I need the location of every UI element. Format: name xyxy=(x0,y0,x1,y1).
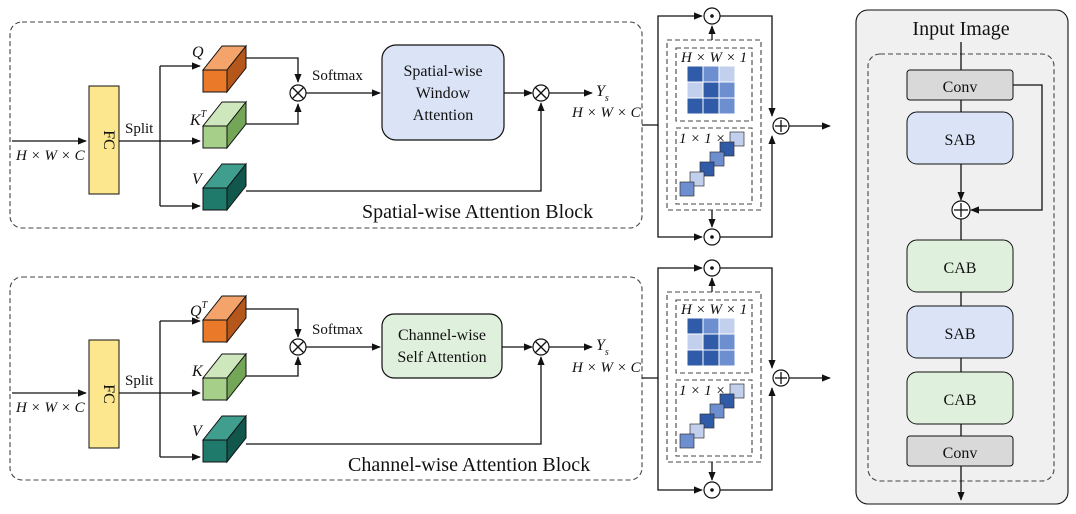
fc-label: FC xyxy=(100,130,117,150)
softmax-label: Softmax xyxy=(312,68,363,84)
conv-in-label: Conv xyxy=(943,79,978,96)
spatial-map-grid-top xyxy=(686,65,736,115)
k-to-matmul xyxy=(246,103,302,125)
channel-map-stack-top xyxy=(679,131,745,197)
output-dims-label: H × W × C xyxy=(571,105,642,121)
v-to-matmul xyxy=(246,356,545,445)
attention-text-2: Self Attention xyxy=(397,349,486,366)
q-label: QT xyxy=(190,300,209,320)
channel-gating: H × W × 1 1 × 1 × C xyxy=(642,259,831,499)
cab-block-1 xyxy=(906,239,1014,293)
output-label: Ys xyxy=(596,83,609,104)
q-label: Q xyxy=(192,44,204,61)
fc-layer xyxy=(88,85,120,195)
sab-label-2: SAB xyxy=(944,326,975,343)
channel-self-attention-box xyxy=(381,313,503,379)
sab-block-2 xyxy=(906,305,1014,359)
pipeline-panel: Input Image Conv SAB CAB SAB CAB Conv xyxy=(855,9,1069,505)
fc-layer xyxy=(88,339,120,449)
split-label: Split xyxy=(125,121,154,137)
cab-block-2 xyxy=(906,371,1014,425)
attention-text-2: Window xyxy=(416,85,471,102)
conv-out-block xyxy=(906,435,1014,467)
v-label: V xyxy=(192,171,204,188)
attention-text-1: Spatial-wise xyxy=(403,63,482,80)
channel-attention-block: H × W × C FC Split QT K V xyxy=(9,276,643,481)
gate-top-upper-path xyxy=(642,12,703,126)
gate-bottom-lower-path xyxy=(657,378,703,494)
q-tensor xyxy=(201,294,248,344)
spatial-map-grid-bottom xyxy=(686,317,736,367)
v-tensor xyxy=(201,162,248,212)
k-label: KT xyxy=(189,109,208,129)
spatial-map-dims-top: H × W × 1 xyxy=(680,50,747,66)
spatial-gating: H × W × 1 1 × 1 × C xyxy=(642,7,831,246)
gate-bottom-upper-out xyxy=(720,267,776,369)
q-to-matmul xyxy=(246,308,302,338)
v-to-matmul xyxy=(246,102,545,192)
gate-top-lower-path xyxy=(657,125,703,241)
pipeline-title: Input Image xyxy=(912,18,1009,40)
q-to-matmul xyxy=(246,57,302,83)
spatial-map-dims-bottom: H × W × 1 xyxy=(680,302,747,318)
spatial-block-title: Spatial-wise Attention Block xyxy=(362,201,593,223)
q-tensor xyxy=(201,44,248,94)
v-tensor xyxy=(201,414,248,464)
k-tensor xyxy=(201,352,248,402)
gate-maps-frame-bottom xyxy=(666,291,762,463)
channel-block-title: Channel-wise Attention Block xyxy=(348,454,590,476)
sab-block-1 xyxy=(906,111,1014,165)
k-label: K xyxy=(191,363,204,380)
gate-maps-frame-top xyxy=(666,39,762,211)
split-label: Split xyxy=(125,373,154,389)
softmax-label: Softmax xyxy=(312,322,363,338)
input-dims-label: H × W × C xyxy=(15,400,86,416)
conv-out-label: Conv xyxy=(943,445,978,462)
v-label: V xyxy=(192,423,204,440)
fc-label: FC xyxy=(100,384,117,404)
channel-map-stack-bottom xyxy=(679,383,745,449)
output-label: Ys xyxy=(596,337,609,358)
gate-bottom-upper-path xyxy=(642,264,703,379)
spatial-block-frame xyxy=(9,21,643,229)
output-dims-label: H × W × C xyxy=(571,360,642,376)
gate-top-upper-out xyxy=(720,15,776,117)
gate-top-lower-out xyxy=(720,135,776,238)
cab-label-1: CAB xyxy=(944,260,977,277)
pipeline-skip-connection xyxy=(970,84,1043,214)
attention-text-3: Attention xyxy=(413,107,473,124)
sab-label-1: SAB xyxy=(944,132,975,149)
attention-text-1: Channel-wise xyxy=(398,327,486,344)
gate-bottom-lower-out xyxy=(720,387,776,491)
k-to-matmul xyxy=(246,356,302,377)
spatial-attention-block: H × W × C FC Split Q KT V xyxy=(9,21,643,229)
input-dims-label: H × W × C xyxy=(15,148,86,164)
cab-label-2: CAB xyxy=(944,392,977,409)
k-tensor xyxy=(201,100,248,150)
